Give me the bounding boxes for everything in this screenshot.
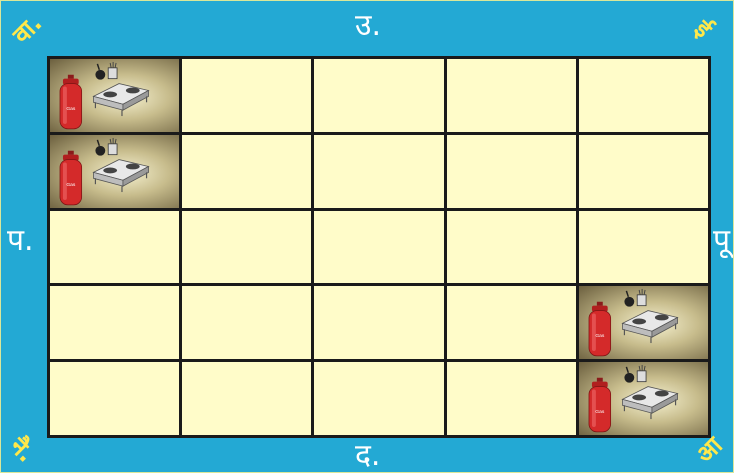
kitchen-cell-r4-c4: Gas <box>579 362 708 435</box>
gas-cylinder-icon: Gas <box>60 151 82 205</box>
grid-cell-r1-c2 <box>314 135 443 208</box>
grid-cell-r4-c1 <box>182 362 311 435</box>
kitchen-cell-r1-c0: Gas <box>50 135 179 208</box>
gas-stove-icon <box>622 311 677 343</box>
grid-cell-r4-c2 <box>314 362 443 435</box>
cylinder-label: Gas <box>595 409 605 415</box>
grid-cell-r0-c3 <box>447 59 576 132</box>
grid-cell-r2-c1 <box>182 211 311 284</box>
grid-cell-r0-c2 <box>314 59 443 132</box>
kitchen-illustration: Gas <box>579 362 708 435</box>
grid-cell-r1-c3 <box>447 135 576 208</box>
utensil-holder-icon <box>637 365 646 382</box>
corner-north-west-label: वा. <box>9 10 46 47</box>
cylinder-label: Gas <box>66 106 76 112</box>
grid-cell-r1-c4 <box>579 135 708 208</box>
direction-south-label: द. <box>355 441 380 471</box>
gas-cylinder-icon: Gas <box>589 302 611 356</box>
kitchen-illustration: Gas <box>50 59 179 132</box>
grid-cell-r3-c3 <box>447 286 576 359</box>
utensil-holder-icon <box>108 138 117 155</box>
gas-cylinder-icon: Gas <box>589 378 611 432</box>
kitchen-illustration: Gas <box>579 286 708 359</box>
grid-cell-r3-c0 <box>50 286 179 359</box>
grid-cell-r2-c3 <box>447 211 576 284</box>
grid-cell-r3-c1 <box>182 286 311 359</box>
grid-cell-r0-c1 <box>182 59 311 132</box>
frying-pan-icon <box>624 291 634 307</box>
corner-south-west-label: नै. <box>6 434 39 467</box>
corner-north-east-label: ई <box>690 16 715 41</box>
frying-pan-icon <box>95 140 105 156</box>
utensil-holder-icon <box>637 289 646 306</box>
direction-west-label: प. <box>7 226 34 256</box>
utensil-holder-icon <box>108 62 117 79</box>
kitchen-cell-r0-c0: Gas <box>50 59 179 132</box>
kitchen-illustration: Gas <box>50 135 179 208</box>
gas-stove-icon <box>93 84 148 116</box>
grid-cell-r3-c2 <box>314 286 443 359</box>
grid-cell-r4-c3 <box>447 362 576 435</box>
grid-cell-r1-c1 <box>182 135 311 208</box>
grid-cell-r2-c2 <box>314 211 443 284</box>
gas-cylinder-icon: Gas <box>60 75 82 129</box>
grid-cell-r4-c0 <box>50 362 179 435</box>
grid-cell-r2-c0 <box>50 211 179 284</box>
direction-north-label: उ. <box>355 11 381 41</box>
frying-pan-icon <box>624 367 634 383</box>
cylinder-label: Gas <box>66 182 76 188</box>
gas-stove-icon <box>622 387 677 419</box>
cylinder-label: Gas <box>595 334 605 340</box>
kitchen-cell-r3-c4: Gas <box>579 286 708 359</box>
grid-cell-r2-c4 <box>579 211 708 284</box>
frying-pan-icon <box>95 64 105 80</box>
direction-east-label: पू <box>713 226 730 256</box>
grid-cell-r0-c4 <box>579 59 708 132</box>
direction-grid: Gas <box>47 56 711 438</box>
gas-stove-icon <box>93 159 148 191</box>
